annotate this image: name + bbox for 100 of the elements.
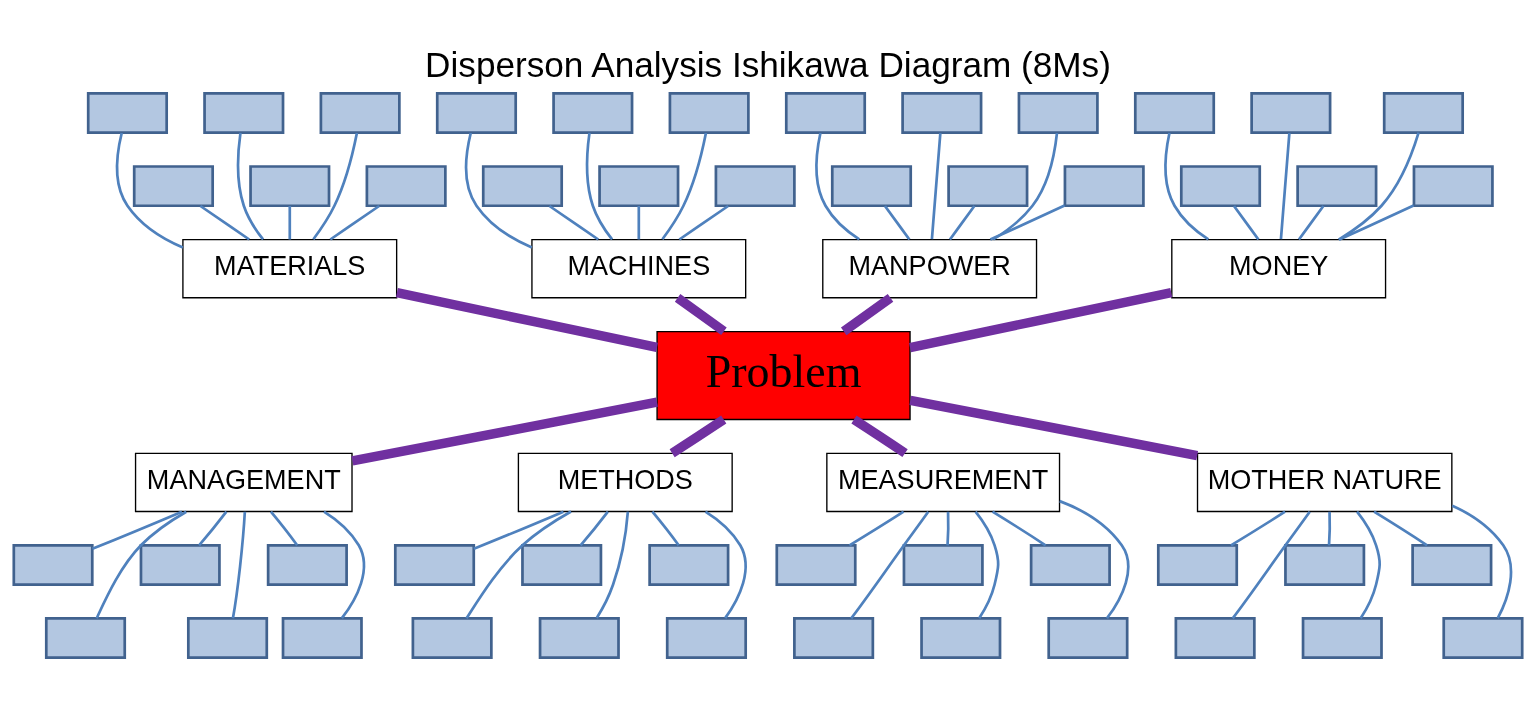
connector: [236, 132, 265, 241]
node-box: [266, 543, 348, 586]
connector: [231, 511, 247, 619]
connector: [651, 510, 680, 547]
connector: [1338, 204, 1415, 241]
connector: [1337, 132, 1420, 241]
node-box: MEASUREMENT: [826, 452, 1061, 513]
connector: [91, 510, 183, 551]
node-box: [1017, 92, 1099, 135]
node-box: [830, 165, 913, 208]
node-box: [784, 92, 867, 135]
node-box: [538, 617, 620, 659]
node-box: [1179, 165, 1262, 208]
node-box: [132, 165, 215, 208]
connector: [637, 206, 641, 240]
connector: [661, 132, 708, 240]
connector: [909, 395, 1199, 461]
node-box: [1047, 617, 1129, 659]
connector: [465, 510, 572, 620]
node-box: [319, 92, 401, 135]
node-box: [668, 92, 750, 135]
connector: [1451, 504, 1513, 619]
node-box: [1156, 543, 1239, 586]
node-box: [86, 92, 169, 135]
connector: [1279, 133, 1291, 240]
node-box: [665, 617, 748, 659]
node-box: [775, 543, 857, 586]
connector: [850, 511, 930, 620]
connector: [1297, 205, 1325, 241]
node-box: MANAGEMENT: [134, 452, 353, 513]
connector: [704, 510, 747, 619]
connector: [991, 510, 1047, 547]
connector: [1355, 510, 1381, 619]
connector: [329, 204, 380, 241]
node-box: [920, 617, 1002, 659]
connector: [883, 205, 911, 241]
node-box: [1296, 165, 1378, 208]
node-box: [1412, 165, 1494, 208]
node-box: [901, 92, 983, 135]
node-box: [1250, 92, 1332, 135]
node-box: [1174, 617, 1256, 659]
node-box: MATERIALS: [182, 238, 398, 299]
connector: [199, 204, 250, 241]
connector: [198, 510, 228, 547]
connector: [95, 510, 187, 619]
connector: [989, 204, 1066, 241]
connector: [115, 132, 184, 249]
node-box: [1133, 92, 1216, 135]
node-box: [411, 617, 493, 659]
connector: [1232, 205, 1260, 241]
connector: [288, 206, 292, 240]
node-box: MANPOWER: [822, 238, 1038, 299]
node-box: [1382, 92, 1465, 135]
node-box: METHODS: [517, 452, 733, 513]
node-box: [186, 617, 269, 659]
connector: [1059, 499, 1130, 620]
connector: [946, 511, 950, 546]
node-box: [203, 92, 285, 135]
connector: [312, 132, 359, 240]
connector: [930, 133, 942, 240]
node-box: [1284, 543, 1366, 586]
node-box: [598, 165, 680, 208]
connector: [1373, 510, 1428, 547]
node-box: [249, 165, 331, 208]
connector: [323, 510, 366, 619]
node-box: [552, 92, 634, 135]
diagram-title: Disperson Analysis Ishikawa Diagram (8Ms): [425, 44, 1111, 84]
connector: [579, 510, 609, 547]
node-box: [435, 92, 518, 135]
node-box: MACHINES: [531, 238, 747, 299]
node-box: [902, 543, 984, 586]
connector: [1164, 132, 1210, 241]
node-box: [393, 543, 476, 586]
connector: [1327, 511, 1332, 546]
node-box: [1301, 617, 1383, 659]
node-box: [648, 543, 730, 586]
node-box: [481, 165, 564, 208]
connector: [848, 510, 905, 547]
connector: [585, 132, 614, 241]
connector: [1230, 510, 1286, 547]
node-box: [44, 617, 127, 659]
connector: [815, 132, 861, 241]
connector: [351, 397, 658, 466]
node-box: [521, 543, 603, 586]
node-box: MONEY: [1171, 238, 1387, 299]
node-box: MOTHER NATURE: [1196, 452, 1453, 513]
connector: [464, 132, 533, 249]
connector: [974, 510, 1000, 619]
connector: [948, 205, 976, 241]
node-box: [281, 617, 363, 659]
connector: [595, 511, 630, 619]
node-box: [139, 543, 221, 586]
connector: [269, 510, 299, 547]
connector: [992, 132, 1059, 241]
connector: [395, 287, 658, 353]
node-box: Problem: [656, 330, 911, 421]
node-box: [12, 543, 94, 586]
node-box: [365, 165, 447, 208]
node-box: [1029, 543, 1111, 586]
node-box: [947, 165, 1029, 208]
